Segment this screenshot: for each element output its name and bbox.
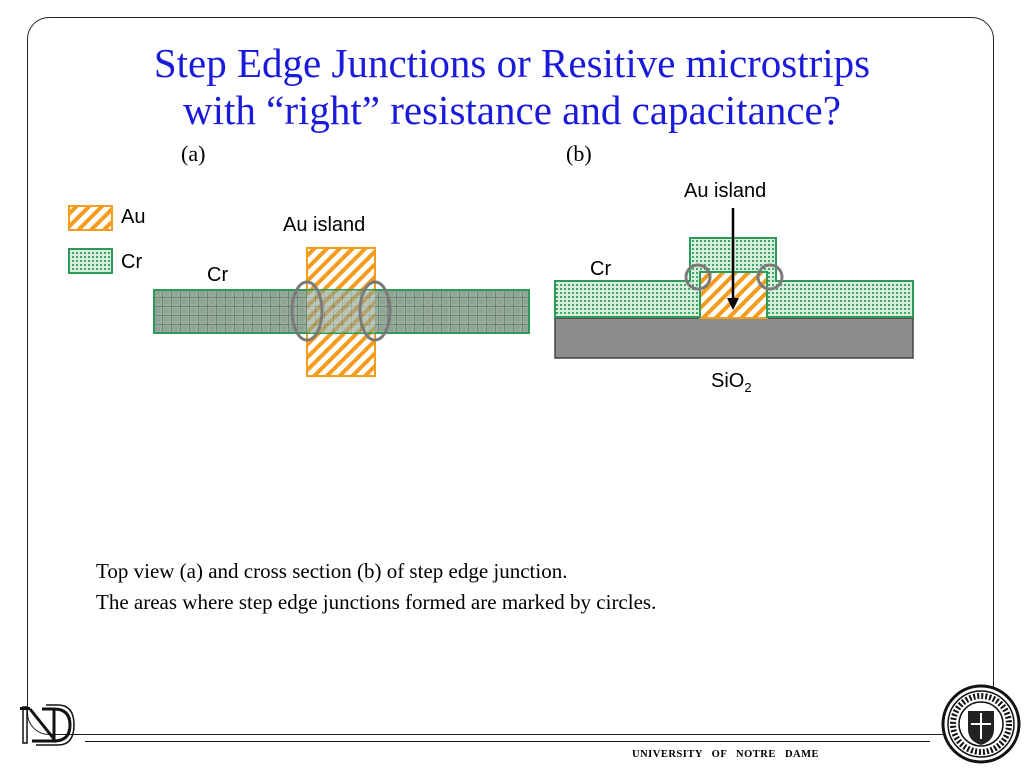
- substrate-label-text: SiO: [711, 370, 745, 392]
- university-name: UNIVERSITY OF NOTRE DAME: [632, 749, 820, 760]
- junction-circle-left-top: [290, 280, 324, 342]
- junction-circle-left-section: [684, 263, 712, 291]
- au-overlap-top: [307, 290, 375, 333]
- title-line-2: with “right” resistance and capacitance?: [183, 87, 841, 133]
- substrate-label-subscript: 2: [744, 380, 752, 395]
- figure-caption: Top view (a) and cross section (b) of st…: [96, 556, 656, 618]
- legend-au-swatch: [68, 205, 113, 231]
- slide-frame: [27, 17, 994, 735]
- footer-rule: [85, 741, 930, 742]
- section-island-label: Au island: [684, 180, 767, 202]
- slide-title: Step Edge Junctions or Resitive microstr…: [60, 40, 964, 134]
- arrowhead-icon: [727, 298, 739, 310]
- nd-monogram-icon: [20, 704, 75, 746]
- sio2-substrate: [554, 317, 914, 359]
- legend-au-label: Au: [121, 206, 146, 228]
- caption-line-2: The areas where step edge junctions form…: [96, 590, 657, 614]
- junction-circle-right-section: [756, 263, 784, 291]
- top-view-cr-label: Cr: [207, 264, 229, 286]
- cross-section-diagram: [554, 208, 914, 359]
- panel-a-label: (a): [181, 141, 206, 166]
- legend-cr-label: Cr: [121, 251, 143, 273]
- substrate-label: SiO2: [711, 370, 752, 395]
- panel-b-label: (b): [566, 141, 592, 166]
- top-view-island-label: Au island: [283, 214, 366, 236]
- junction-circle-right-top: [358, 280, 392, 342]
- university-seal-icon: [941, 684, 1021, 764]
- title-line-1: Step Edge Junctions or Resitive microstr…: [153, 40, 871, 86]
- caption-line-1: Top view (a) and cross section (b) of st…: [96, 559, 568, 583]
- legend-cr-swatch: [68, 248, 113, 274]
- section-cr-label: Cr: [590, 258, 612, 280]
- cr-layer-section: [554, 237, 914, 318]
- top-view-diagram: [153, 247, 530, 377]
